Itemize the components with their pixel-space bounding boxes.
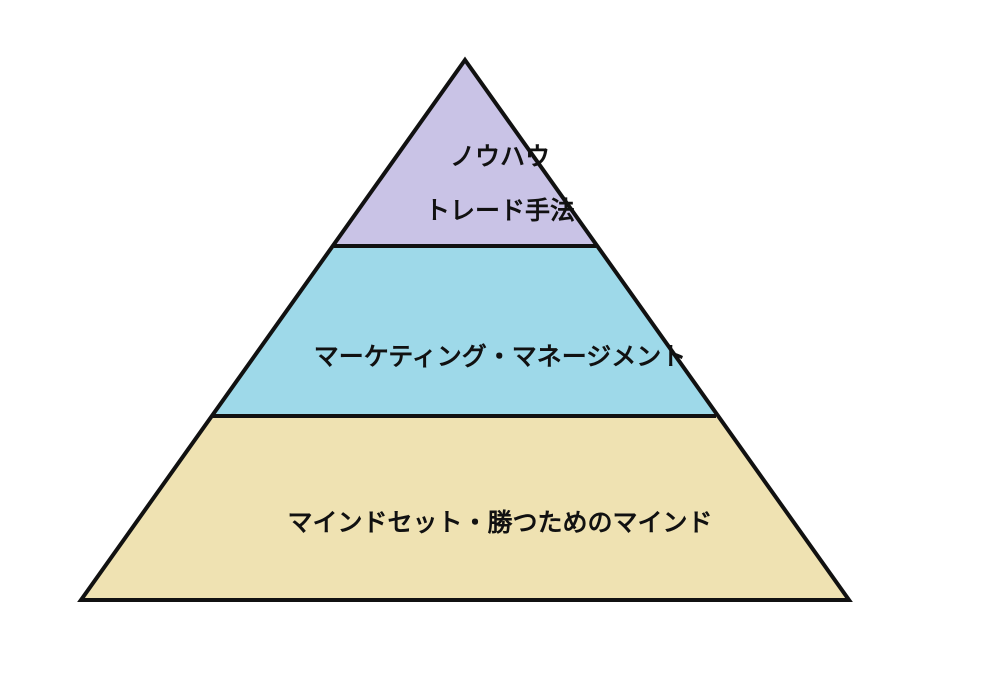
tier-top-fill	[334, 60, 596, 246]
tier-top-line-2: トレード手法	[424, 196, 575, 225]
tier-top-line-1: ノウハウ	[449, 142, 550, 171]
tier-middle-fill	[213, 246, 716, 416]
tier-middle-label: マーケティング・マネージメント	[313, 342, 687, 371]
tier-bottom-fill	[81, 416, 849, 600]
tier-bottom-label: マインドセット・勝つためのマインド	[287, 508, 713, 537]
pyramid-outline	[77, 56, 853, 602]
